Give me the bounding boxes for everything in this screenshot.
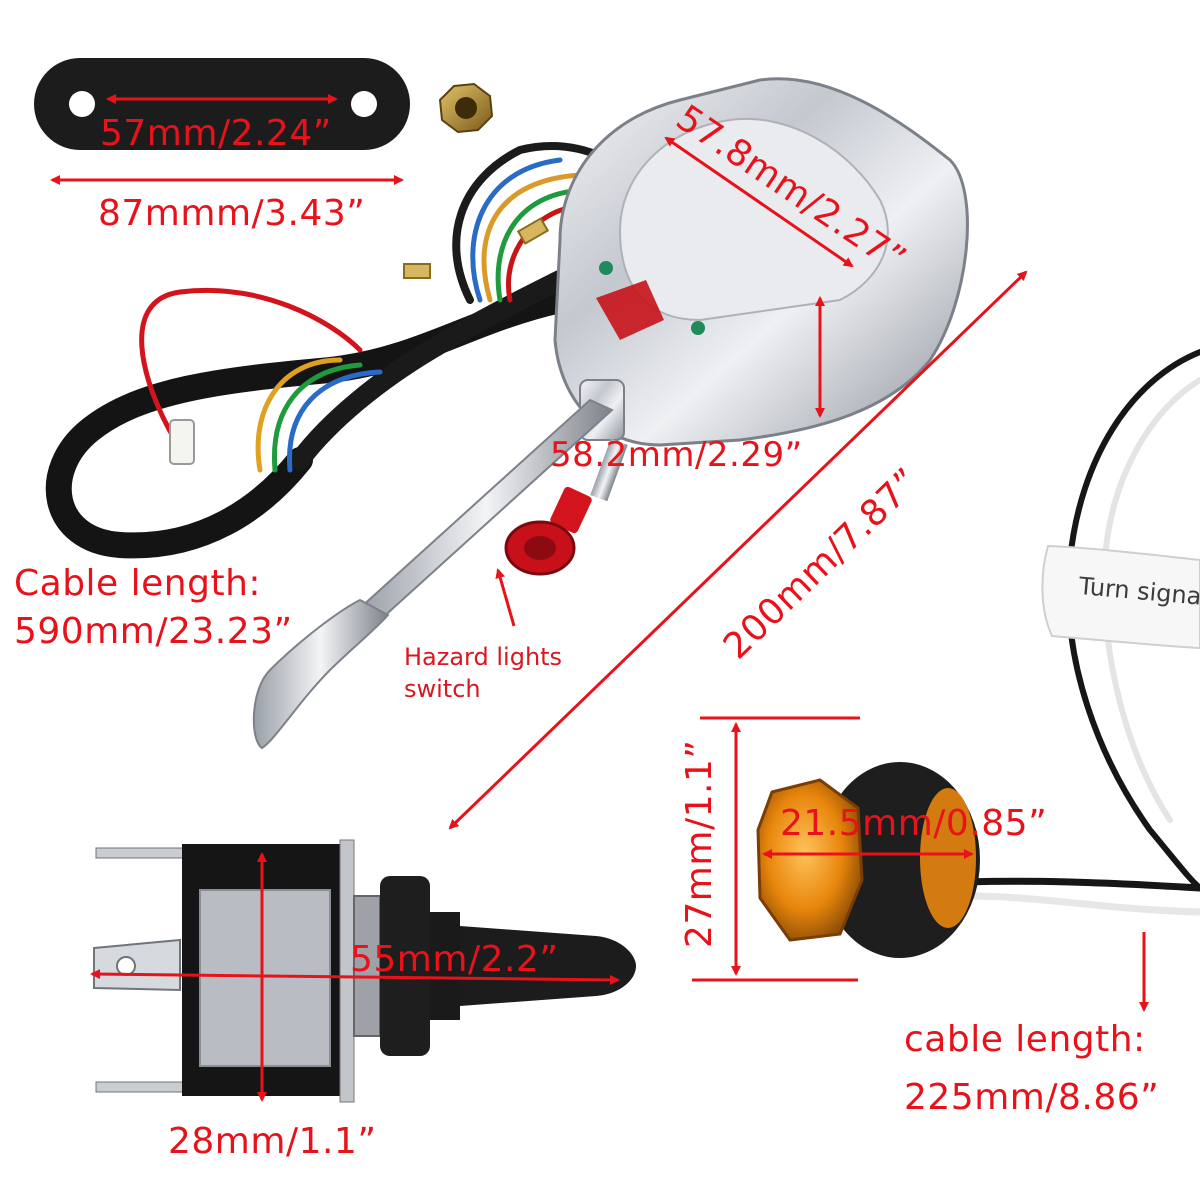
hazard-label-line1: Hazard lights [404,643,563,671]
light-cable-title: cable length: [904,1019,1146,1060]
hazard-label-line2: switch [404,675,481,703]
light-diameter-label: 21.5mm/0.85” [780,803,1048,844]
cable-tag [1041,544,1200,650]
indicator-lamp-left [599,261,613,275]
bracket-length-label: 87mmm/3.43” [98,193,366,234]
indicator-lamp-right [691,321,705,335]
light-height-label: 27mm/1.1” [679,739,720,948]
switch-height-label: 58.2mm/2.29” [550,435,803,475]
light-cable-value: 225mm/8.86” [904,1077,1160,1118]
bracket-hole-spacing-label: 57mm/2.24” [100,113,332,154]
toggle-length-arrow [90,969,620,985]
amber-marker-light [756,762,980,958]
spade-terminal [516,217,550,245]
toggle-height-label: 28mm/1.1” [168,1121,377,1162]
mounting-bracket [34,58,410,150]
wire-connector [169,419,195,465]
main-cable-title: Cable length: [14,563,262,604]
lever-length-arrow [448,270,1028,830]
bracket-hole-right [351,91,377,117]
hex-nut [438,82,494,134]
switch-width-arrow [664,136,854,268]
bracket-hole-left [69,91,95,117]
hazard-knob [504,486,592,576]
hazard-pointer [495,568,516,627]
main-cable-value: 590mm/23.23” [14,611,293,652]
spade-terminal [403,263,431,279]
toggle-length-label: 55mm/2.2” [350,939,559,980]
